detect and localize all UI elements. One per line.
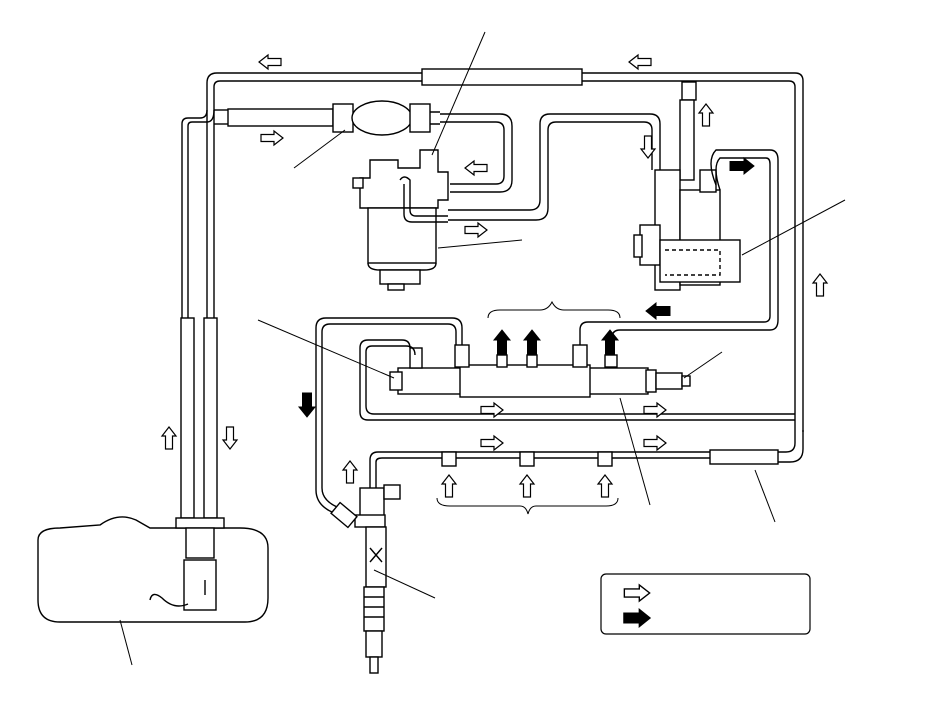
flow-arrow-up-return — [812, 273, 828, 297]
flow-arrow-hp-up-1 — [493, 329, 511, 355]
flow-arrow-up-leak-3 — [597, 474, 613, 498]
injector — [330, 484, 401, 674]
fuel-filter — [352, 149, 449, 291]
flow-arrow-up-supply — [698, 103, 714, 127]
flow-arrow-right-leak-1 — [480, 435, 504, 451]
flow-arrow-hp-up-3 — [601, 329, 619, 355]
filter-to-supply-pump-pipe — [448, 113, 661, 221]
flow-arrow-hp-down-injector — [298, 392, 316, 418]
flow-arrow-right-filter — [464, 222, 488, 238]
flow-arrow-left-filter — [464, 160, 488, 176]
flow-arrow-up-injector-line — [342, 460, 358, 484]
leak-off-line — [369, 420, 804, 490]
supply-pump — [579, 99, 779, 350]
top-return-line — [206, 68, 804, 432]
flow-arrow-up-tank — [161, 426, 177, 450]
flow-arrow-hp-left-rail — [645, 302, 671, 320]
flow-arrow-right-leak-2 — [643, 435, 667, 451]
flow-arrow-hp-up-2 — [523, 329, 541, 355]
flow-arrow-right-rail-2 — [643, 402, 667, 418]
common-rail — [389, 344, 691, 398]
rail-return-loop — [359, 339, 795, 421]
flow-arrow-down-tank — [222, 426, 238, 450]
feed-line-to-pump — [214, 108, 334, 127]
leader-lines — [119, 31, 846, 666]
flow-arrow-left-top-2 — [628, 54, 652, 70]
priming-pump — [332, 100, 440, 136]
fuel-tank — [37, 516, 269, 623]
flow-arrow-down-supply — [640, 135, 656, 159]
flow-arrow-left-top-1 — [258, 54, 282, 70]
flow-arrow-right-pump — [260, 130, 284, 146]
flow-arrow-up-leak-1 — [441, 474, 457, 498]
tank-supply-lines — [180, 109, 218, 520]
flow-arrow-hp-right-pump — [729, 157, 755, 175]
injector-high-pressure-line — [315, 317, 463, 516]
pump-to-filter-pipe — [440, 113, 513, 193]
flow-arrow-up-leak-2 — [519, 474, 535, 498]
legend-box — [600, 573, 811, 635]
flow-arrow-right-rail-1 — [480, 402, 504, 418]
